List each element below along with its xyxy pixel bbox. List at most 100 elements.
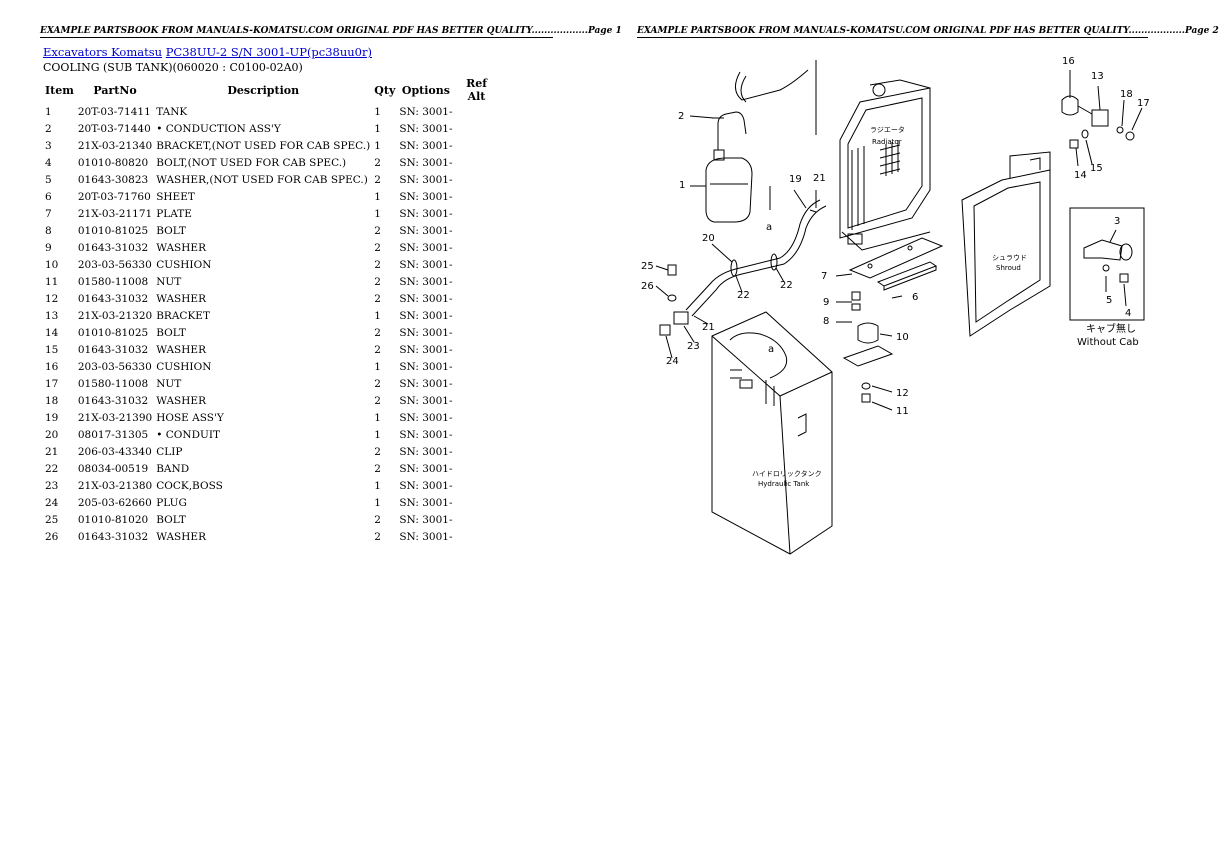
cell-options: SN: 3001- <box>399 139 453 152</box>
cell-ref-alt <box>455 154 499 171</box>
callout-19: 19 <box>789 174 802 185</box>
diagram-label-ref-a1: a <box>766 222 772 233</box>
cell-description: BOLT,(NOT USED FOR CAB SPEC.) <box>156 156 347 169</box>
callout-23: 23 <box>687 341 700 352</box>
cell-description: CLIP <box>156 445 183 458</box>
cell-partno: 08017-31305 <box>77 428 149 441</box>
cell-description: COCK,BOSS <box>156 479 223 492</box>
cell-qty: 2 <box>374 462 381 475</box>
breadcrumb-link-model[interactable]: PC38UU-2 S/N 3001-UP(pc38uu0r) <box>165 45 372 59</box>
cell-partno: 01643-31032 <box>77 530 149 543</box>
cell-qty: 1 <box>374 207 381 220</box>
callout-25: 25 <box>641 261 654 272</box>
radiator-drawing <box>815 60 931 251</box>
cell-description: CUSHION <box>156 258 212 271</box>
callout-8: 8 <box>823 316 829 327</box>
cell-qty: 1 <box>374 479 381 492</box>
cell-ref-alt <box>455 103 499 120</box>
cell-qty: 2 <box>374 275 381 288</box>
cell-item: 10 <box>45 258 59 271</box>
callout-21: 21 <box>702 322 715 333</box>
cushion-bracket-drawing <box>1061 95 1135 149</box>
cell-qty: 1 <box>374 139 381 152</box>
hose-drawing <box>685 199 827 317</box>
cell-ref-alt <box>455 358 499 375</box>
column-header-item: Item <box>45 83 74 97</box>
cell-partno: 20T-03-71440 <box>77 122 151 135</box>
cell-description: NUT <box>156 275 182 288</box>
callout-13: 13 <box>1091 71 1104 82</box>
cell-options: SN: 3001- <box>399 343 453 356</box>
cell-qty: 2 <box>374 292 381 305</box>
callout-7: 7 <box>821 271 827 282</box>
cell-ref-alt <box>455 307 499 324</box>
callout-17: 17 <box>1137 98 1150 109</box>
cell-partno: 21X-03-21171 <box>77 207 153 220</box>
breadcrumb-link-category[interactable]: Excavators Komatsu <box>43 45 163 59</box>
callout-2: 2 <box>678 111 684 122</box>
cell-ref-alt <box>455 171 499 188</box>
cell-item: 1 <box>45 105 52 118</box>
callout-16: 16 <box>1062 56 1075 67</box>
cell-options: SN: 3001- <box>399 428 453 441</box>
cell-ref-alt <box>455 273 499 290</box>
cell-partno: 08034-00519 <box>77 462 149 475</box>
cell-description: BOLT <box>156 326 186 339</box>
cell-options: SN: 3001- <box>399 173 453 186</box>
cell-partno: 21X-03-21320 <box>77 309 153 322</box>
cell-description: NUT <box>156 377 182 390</box>
cell-item: 25 <box>45 513 59 526</box>
cell-partno: 21X-03-21340 <box>77 139 153 152</box>
cell-item: 5 <box>45 173 52 186</box>
cell-item: 12 <box>45 292 59 305</box>
callout-3: 3 <box>1114 216 1120 227</box>
page-1-header: EXAMPLE PARTSBOOK FROM MANUALS-KOMATSU.C… <box>40 26 622 38</box>
cell-item: 7 <box>45 207 52 220</box>
cell-ref-alt <box>455 511 499 528</box>
callout-9: 9 <box>823 297 829 308</box>
cell-item: 6 <box>45 190 52 203</box>
callout-21: 21 <box>813 173 826 184</box>
cell-qty: 1 <box>374 190 381 203</box>
cell-options: SN: 3001- <box>399 207 453 220</box>
cell-options: SN: 3001- <box>399 479 453 492</box>
cell-qty: 1 <box>374 496 381 509</box>
cushion-stack-drawing <box>842 291 894 403</box>
cell-qty: 2 <box>374 530 381 543</box>
cell-options: SN: 3001- <box>399 275 453 288</box>
cell-item: 8 <box>45 224 52 237</box>
cell-ref-alt <box>455 205 499 222</box>
cell-options: SN: 3001- <box>399 513 453 526</box>
cell-partno: 01643-31032 <box>77 343 149 356</box>
cell-options: SN: 3001- <box>399 377 453 390</box>
cell-options: SN: 3001- <box>399 241 453 254</box>
cell-description: HOSE ASS'Y <box>156 411 224 424</box>
cell-ref-alt <box>455 341 499 358</box>
cell-options: SN: 3001- <box>399 105 453 118</box>
cell-item: 18 <box>45 394 59 407</box>
cell-ref-alt <box>455 239 499 256</box>
callout-15: 15 <box>1090 163 1103 174</box>
hydraulic-tank-drawing <box>711 311 833 555</box>
column-header-options: Options <box>401 83 450 97</box>
cell-description: • CONDUIT <box>156 428 220 441</box>
cell-partno: 01580-11008 <box>77 275 149 288</box>
cell-item: 13 <box>45 309 59 322</box>
bracket-drawing <box>1069 207 1145 321</box>
cell-item: 4 <box>45 156 52 169</box>
cell-options: SN: 3001- <box>399 156 453 169</box>
cell-qty: 1 <box>374 122 381 135</box>
cell-ref-alt <box>455 477 499 494</box>
callout-24: 24 <box>666 356 679 367</box>
cell-partno: 203-03-56330 <box>77 360 152 373</box>
